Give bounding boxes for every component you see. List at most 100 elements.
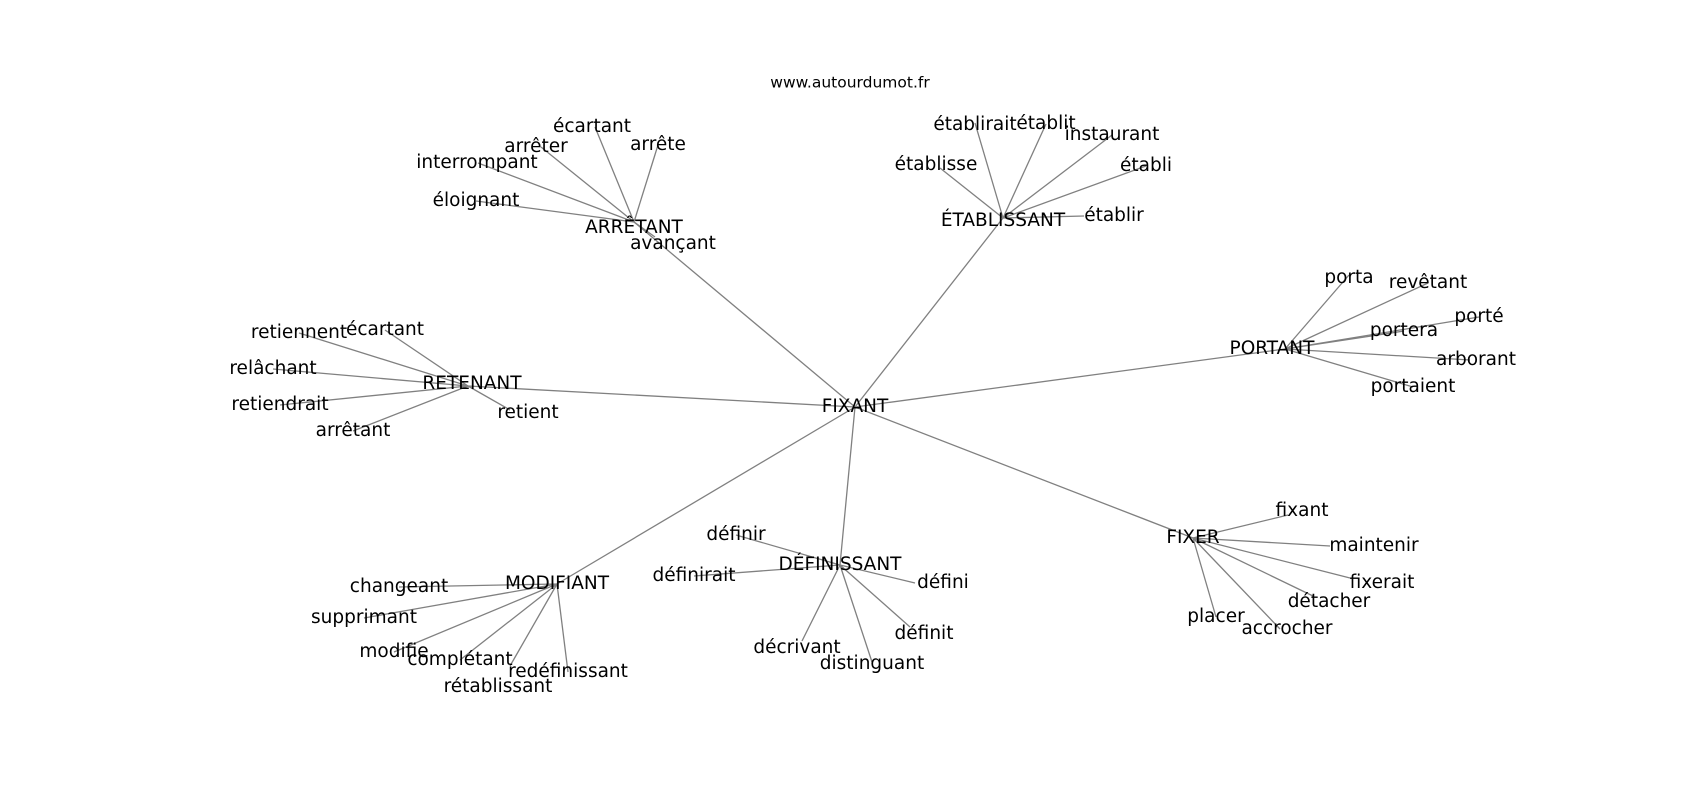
edge-portant-p_portera (1284, 330, 1405, 350)
edge-retenant-r_retiennent (298, 332, 469, 387)
edge-etablissant-e_instaurant (1002, 134, 1113, 219)
node-label-m-modifie: modifie (359, 641, 428, 662)
edge-portant-p_portaient (1284, 348, 1414, 388)
edge-modifiant-m_changeant (398, 583, 558, 588)
node-label-p-porta: porta (1324, 267, 1373, 288)
edge-fixant-fixer (854, 406, 1194, 539)
node-label-m-redefinissant: redéfinissant (508, 661, 628, 682)
edge-retenant-r_relachant (272, 368, 469, 387)
edge-arretant-a_arrete (633, 144, 659, 223)
node-label-m-completant: complétant (407, 649, 512, 670)
edge-portant-p_revetant (1284, 282, 1429, 350)
edge-fixer-f_fixant (1192, 514, 1289, 539)
node-label-r-retiendrait: retiendrait (231, 394, 328, 415)
node-label-d-decrivant: décrivant (753, 637, 840, 658)
node-label-e-etabli: établi (1120, 155, 1172, 176)
node-label-retenant: RETENANT (422, 373, 522, 394)
node-label-m-retablissant: rétablissant (444, 676, 553, 697)
node-label-a-arrete: arrête (630, 134, 686, 155)
node-label-p-portera: portera (1370, 320, 1438, 341)
edge-fixant-modifiant (556, 406, 856, 585)
edge-etablissant-e_etablit (1002, 123, 1047, 219)
edge-modifiant-m_completant (459, 583, 558, 661)
edge-fixer-f_accrocher (1192, 537, 1281, 630)
node-label-f-fixant: fixant (1276, 500, 1329, 521)
node-label-p-portaient: portaient (1371, 376, 1456, 397)
node-label-d-definir: définir (706, 524, 766, 545)
node-label-fixant: FIXANT (822, 396, 889, 417)
node-label-r-relachant: relâchant (229, 358, 316, 379)
edge-modifiant-m_supprimant (363, 583, 558, 619)
edge-definissant-d_distinguant (839, 564, 873, 663)
node-label-p-revetant: revêtant (1389, 272, 1467, 293)
node-label-e-etablirait: établirait (933, 114, 1016, 135)
node-label-r-retiennent: retiennent (251, 322, 347, 343)
edge-modifiant-m_redefinissant (556, 583, 569, 673)
edge-arretant-a_arreter (540, 146, 635, 223)
node-label-etablissant: ÉTABLISSANT (941, 209, 1066, 231)
node-label-d-distinguant: distinguant (820, 653, 924, 674)
node-label-fixer: FIXER (1166, 527, 1219, 548)
node-label-e-etablisse: établisse (895, 154, 978, 175)
edge-modifiant-m_modifie (393, 583, 558, 653)
node-label-f-maintenir: maintenir (1329, 535, 1419, 556)
node-label-r-retient: retient (497, 402, 558, 423)
node-label-portant: PORTANT (1230, 338, 1316, 359)
edge-retenant-r_retient (467, 385, 511, 411)
edge-fixant-retenant (467, 385, 856, 408)
node-label-arretant: ARRÊTANT (585, 216, 683, 238)
edge-portant-p_porta (1284, 274, 1350, 350)
edge-etablissant-e_etabli (1002, 165, 1147, 219)
node-label-a-avancant: avançant (630, 233, 716, 254)
edge-retenant-r_retiendrait (279, 385, 469, 406)
node-label-f-fixerait: fixerait (1350, 572, 1415, 593)
node-label-e-instaurant: instaurant (1065, 124, 1160, 145)
node-label-e-etablit: établit (1016, 113, 1075, 134)
node-label-f-accrocher: accrocher (1241, 618, 1332, 639)
node-label-f-detacher: détacher (1288, 591, 1371, 612)
edge-definissant-d_defini (839, 564, 916, 584)
node-label-d-definit: définit (895, 623, 954, 644)
node-label-p-porte: porté (1454, 306, 1503, 327)
edge-fixer-f_detacher (1192, 537, 1314, 597)
node-label-d-definirait: définirait (653, 565, 736, 586)
edge-fixer-f_maintenir (1192, 537, 1331, 547)
edge-modifiant-m_retablissant (509, 583, 558, 667)
edge-fixant-arretant (633, 221, 856, 408)
edge-arretant-a_eloignant (475, 200, 635, 223)
edge-arretant-a_ecartant (594, 126, 635, 223)
edge-definissant-d_decrivant (801, 564, 841, 642)
node-label-m-supprimant: supprimant (311, 607, 417, 628)
edge-etablissant-e_etablisse (939, 167, 1004, 219)
node-label-e-etablir: établir (1084, 205, 1144, 226)
edge-fixer-f_fixerait (1192, 537, 1351, 579)
graph-edges (272, 122, 1480, 673)
edge-arretant-a_interrompant (477, 162, 635, 223)
edge-portant-p_arborant (1284, 348, 1471, 361)
edge-retenant-r_ecartant (384, 329, 469, 387)
graph-labels: FIXANT ARRÊTANT ÉTABLISSANT RETENANT PORTANT… (229, 113, 1516, 697)
node-label-modifiant: MODIFIANT (505, 573, 610, 594)
edge-fixant-portant (854, 348, 1286, 408)
node-label-d-defini: défini (917, 572, 969, 593)
node-label-a-interrompant: interrompant (416, 152, 537, 173)
node-label-m-changeant: changeant (350, 576, 448, 597)
edge-fixer-f_placer (1192, 537, 1217, 618)
node-label-r-arretant: arrêtant (316, 420, 391, 441)
edge-fixant-definissant (839, 406, 856, 566)
edge-etablissant-e_etablir (1002, 215, 1085, 219)
node-label-a-ecartant: écartant (553, 116, 631, 137)
edge-arretant-a_avancant (633, 221, 656, 238)
node-label-a-eloignant: éloignant (433, 190, 520, 211)
node-label-a-arreter: arrêter (504, 136, 568, 157)
edge-definissant-d_definir (735, 534, 841, 566)
edge-fixant-etablissant (854, 217, 1004, 408)
site-url-label: www.autourdumot.fr (770, 74, 930, 92)
edge-etablissant-e_etablirait (974, 122, 1004, 219)
edge-definissant-d_definit (839, 564, 911, 628)
edge-retenant-r_arretant (352, 385, 469, 432)
node-label-f-placer: placer (1187, 606, 1245, 627)
node-label-p-arborant: arborant (1436, 349, 1516, 370)
